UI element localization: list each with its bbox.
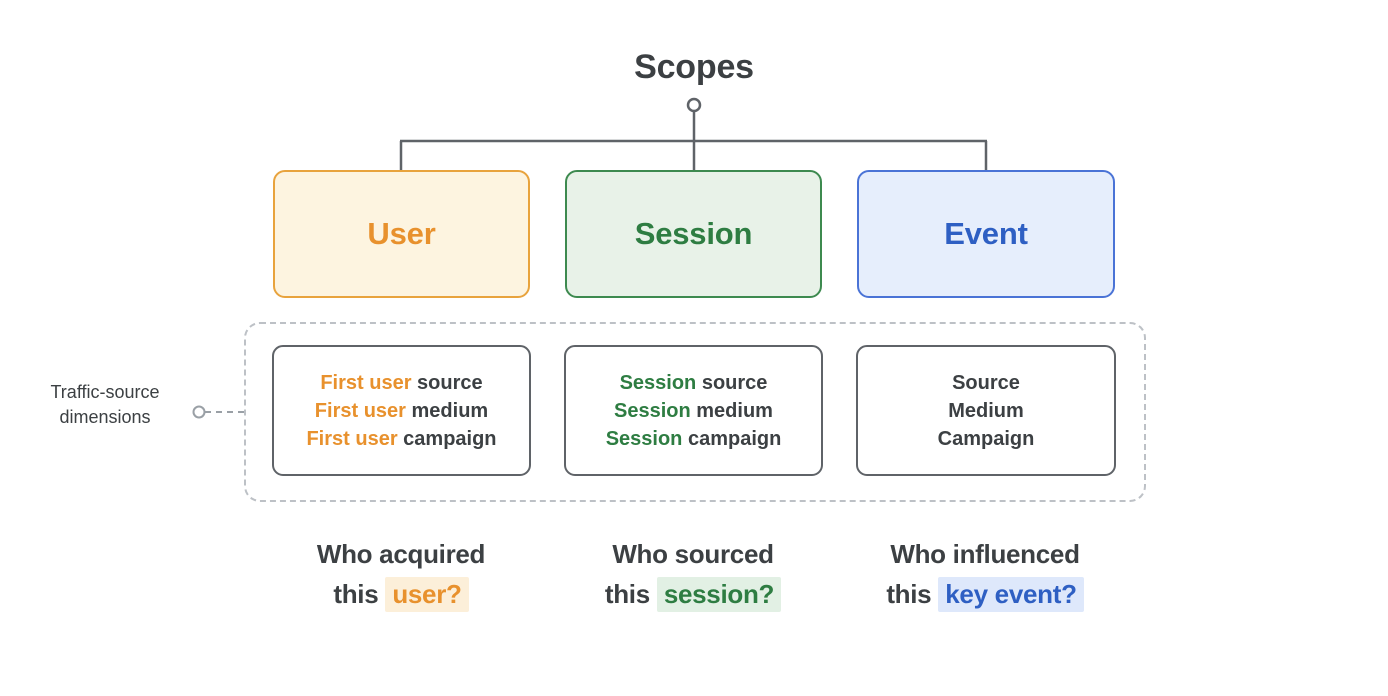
dimension-line: First user medium: [315, 397, 488, 425]
caption-session: Who sourced this session?: [543, 534, 843, 614]
page-title: Scopes: [634, 48, 754, 86]
scope-label-session: Session: [634, 216, 753, 251]
annotation-label-line2: dimensions: [59, 407, 151, 427]
dimension-line: First user source: [320, 369, 482, 397]
dimension-suffix: medium: [690, 399, 773, 422]
caption-event: Who influenced this key event?: [835, 534, 1135, 614]
caption-highlight: user?: [385, 577, 469, 612]
caption-prefix: this: [604, 579, 657, 609]
caption-prefix: this: [333, 579, 386, 609]
caption-line2: this key event?: [835, 574, 1135, 614]
dimension-line: Campaign: [937, 427, 1035, 450]
dimension-suffix: campaign: [682, 427, 782, 450]
caption-line1: Who influenced: [890, 539, 1080, 569]
dimension-line: Session source: [620, 369, 768, 397]
dimension-line: Source: [952, 371, 1020, 394]
dimension-prefix: Session: [605, 427, 683, 450]
dimension-prefix: First user: [314, 399, 406, 422]
circle-connector-icon: [192, 405, 206, 419]
scope-box-user[interactable]: User: [273, 170, 530, 298]
dimension-suffix: source: [411, 371, 483, 394]
caption-user: Who acquired this user?: [251, 534, 551, 614]
circle-node-icon: [686, 97, 702, 113]
scope-box-event[interactable]: Event: [857, 170, 1115, 298]
caption-line2: this user?: [251, 574, 551, 614]
dimension-prefix: First user: [306, 427, 398, 450]
dimension-box-user[interactable]: First user source First user medium Firs…: [272, 345, 531, 476]
caption-line1: Who acquired: [316, 539, 486, 569]
dimension-box-event[interactable]: Source Medium Campaign: [856, 345, 1116, 476]
traffic-source-dimensions-group: [244, 322, 1146, 502]
dimension-line: Session medium: [614, 397, 773, 425]
caption-prefix: this: [886, 579, 939, 609]
dimension-suffix: campaign: [397, 427, 497, 450]
dimension-prefix: Session: [614, 399, 691, 422]
dimension-prefix: First user: [320, 371, 412, 394]
dimension-line: Medium: [948, 399, 1024, 422]
dimension-line: Session campaign: [606, 425, 782, 453]
annotation-traffic-source-dimensions: Traffic-source dimensions: [20, 380, 190, 430]
dimension-suffix: source: [696, 371, 768, 394]
scope-label-user: User: [367, 216, 436, 251]
caption-highlight: key event?: [938, 577, 1084, 612]
caption-highlight: session?: [656, 577, 782, 612]
scope-label-event: Event: [944, 216, 1028, 251]
caption-line1: Who sourced: [612, 539, 774, 569]
annotation-label-line1: Traffic-source: [50, 382, 160, 402]
dimension-prefix: Session: [619, 371, 697, 394]
dimension-line: First user campaign: [306, 425, 496, 453]
caption-line2: this session?: [543, 574, 843, 614]
scope-box-session[interactable]: Session: [565, 170, 822, 298]
dimension-suffix: medium: [405, 399, 489, 422]
dimension-box-session[interactable]: Session source Session medium Session ca…: [564, 345, 823, 476]
